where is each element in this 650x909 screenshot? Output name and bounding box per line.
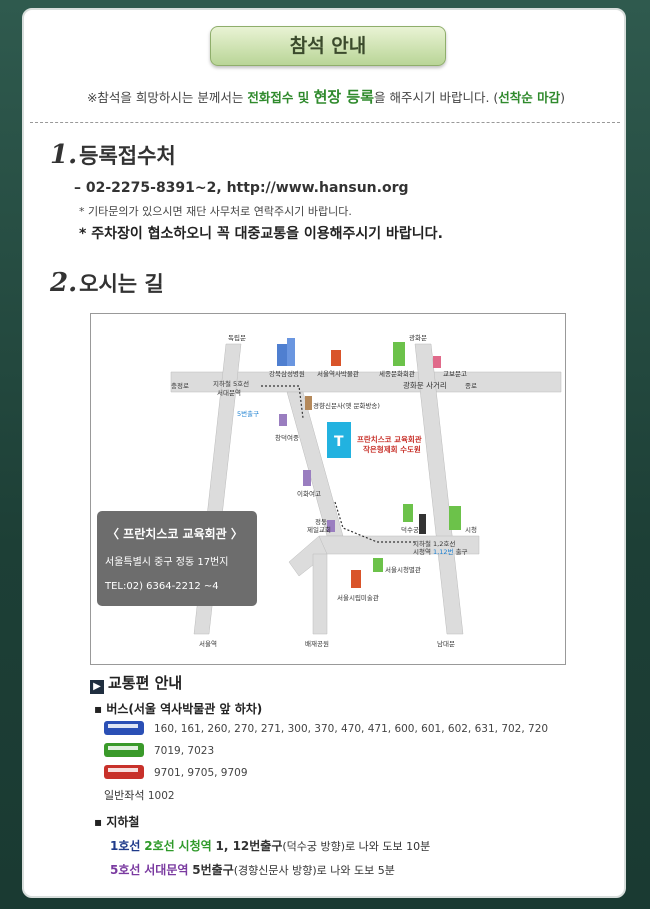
map-label-subway12: 지하철 1,2호선 xyxy=(413,540,456,548)
venue-info-box: 〈 프란치스코 교육회관 〉 서울특별시 중구 정동 17번지 TEL:02) … xyxy=(97,511,257,606)
map-label-changdeok: 창덕여중 xyxy=(275,434,299,442)
map-label-seodaemun: 서대문역 xyxy=(217,389,241,397)
svg-text:T: T xyxy=(334,434,344,450)
map-label-subway5: 지하철 5호선 xyxy=(213,380,250,388)
map-label-ewha: 이화여고 xyxy=(297,490,321,498)
map-label-chungjeongno: 충정로 xyxy=(171,382,189,390)
location-map: T 독립문 광화문 강북삼성병원 서울역사박물관 세종문화회관 교보문고 충정로… xyxy=(90,313,566,665)
bus-heading: ▪ 버스(서울 역사박물관 앞 하차) xyxy=(94,702,263,716)
subway-heading: ▪ 지하철 xyxy=(94,815,140,829)
transport-heading: ▶교통편 안내 xyxy=(90,672,182,694)
green-bus-icon xyxy=(104,743,144,757)
map-label-jongno: 종로 xyxy=(465,382,477,390)
red-bus-icon xyxy=(104,765,144,779)
map-label-baejae-park: 배재공원 xyxy=(305,640,329,648)
bus-row-red: 9701, 9705, 9709 xyxy=(104,765,248,779)
map-label-francisco: 프란치스코 교육회관 xyxy=(357,435,422,444)
blue-bus-icon xyxy=(104,721,144,735)
map-label-jeongdong: 정동 xyxy=(315,518,327,526)
map-label-deoksugung: 덕수궁 xyxy=(401,526,419,534)
subway-row-cityhall: 1호선 2호선 시청역 1, 12번출구(덕수궁 방향)로 나와 도보 10분 xyxy=(110,839,431,853)
map-label-cityhall: 시청 xyxy=(465,526,477,534)
map-label-kyobo: 교보문고 xyxy=(443,370,467,378)
map-label-seoul-annex: 서울시청별관 xyxy=(385,566,421,574)
map-label-history-museum: 서울역사박물관 xyxy=(317,370,359,378)
map-label-jeil-church: 제일교회 xyxy=(307,526,331,534)
section-registration-heading: 1.등록접수처 xyxy=(50,140,176,170)
map-label-friary: 작은형제회 수도원 xyxy=(363,445,421,454)
map-label-gwanghwamun: 광화문 xyxy=(409,334,427,342)
info-card: 참석 안내 ※참석을 희망하시는 분께서는 전화접수 및 현장 등록을 해주시기… xyxy=(22,8,626,898)
bus-row-green: 7019, 7023 xyxy=(104,743,214,757)
map-label-gangbuk-hospital: 강북삼성병원 xyxy=(269,370,305,378)
chevron-right-icon: ▶ xyxy=(90,680,104,694)
registration-contact: – 02-2275-8391~2, http://www.hansun.org xyxy=(74,180,409,196)
divider xyxy=(30,122,620,123)
parking-note: * 주차장이 협소하오니 꼭 대중교통을 이용해주시기 바랍니다. xyxy=(79,226,443,242)
bus-row-blue: 160, 161, 260, 270, 271, 300, 370, 470, … xyxy=(104,721,548,735)
venue-name: 〈 프란치스코 교육회관 〉 xyxy=(107,527,243,541)
map-label-dongnimmun: 독립문 xyxy=(228,334,246,342)
venue-tel: TEL:02) 6364-2212 ~4 xyxy=(105,581,219,592)
bus-row-seat: 일반좌석 1002 xyxy=(104,789,175,802)
section-directions-heading: 2.오시는 길 xyxy=(50,268,164,298)
map-label-exit5: 5번출구 xyxy=(237,410,260,418)
page-title: 참석 안내 xyxy=(210,26,446,66)
map-label-cityhall-station: 시청역 1,12번 출구 xyxy=(413,548,468,556)
map-label-seoul-museum: 서울시립미술관 xyxy=(337,594,379,602)
map-label-kyunghyang: 경향신문사(옛 문화방송) xyxy=(313,402,380,410)
inquiry-note: * 기타문의가 있으시면 재단 사무처로 연락주시기 바랍니다. xyxy=(79,205,352,218)
map-label-sejong-center: 세종문화회관 xyxy=(379,370,415,378)
map-label-namdaemun: 남대문 xyxy=(437,640,455,648)
venue-address: 서울특별시 중구 정동 17번지 xyxy=(105,557,229,568)
map-roads: T xyxy=(170,338,562,635)
subway-row-seodaemun: 5호선 서대문역 5번출구(경향신문사 방향)로 나와 도보 5분 xyxy=(110,863,395,877)
attendance-notice: ※참석을 희망하시는 분께서는 전화접수 및 현장 등록을 해주시기 바랍니다.… xyxy=(86,88,566,106)
map-label-seoul-station: 서울역 xyxy=(199,640,217,648)
map-label-gwanghwamun-intersection: 광화문 사거리 xyxy=(403,381,447,390)
